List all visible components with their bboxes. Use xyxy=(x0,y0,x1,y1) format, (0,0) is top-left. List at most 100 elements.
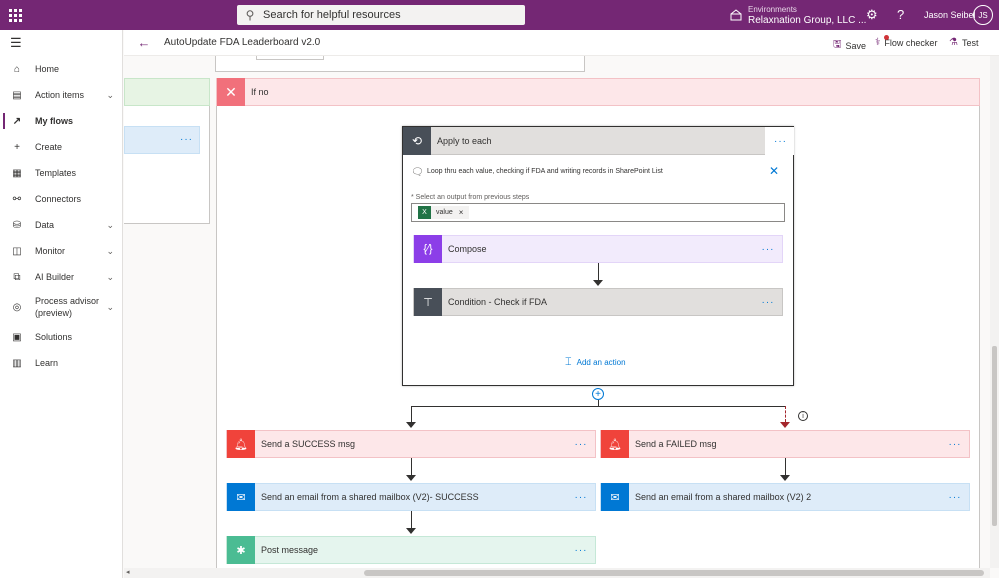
environment-icon xyxy=(730,9,742,21)
top-bar: ⚲ Search for helpful resources Environme… xyxy=(0,0,999,30)
insert-step-button[interactable]: + xyxy=(592,388,604,400)
add-an-action-button[interactable]: ⌶ Add an action xyxy=(565,356,626,369)
error-indicator xyxy=(884,35,889,40)
send-email-success-card[interactable]: ✉ Send an email from a shared mailbox (V… xyxy=(226,483,596,511)
more-options-icon[interactable]: ··· xyxy=(180,134,193,145)
more-options-icon[interactable]: ··· xyxy=(948,491,962,503)
sidebar-item-label: AI Builder xyxy=(35,272,75,282)
sidebar-item-label: Learn xyxy=(35,358,59,368)
remove-token-icon[interactable]: × xyxy=(458,208,464,217)
help-icon[interactable]: ? xyxy=(897,7,905,22)
chevron-down-icon[interactable]: ⌄ xyxy=(106,219,114,230)
sidebar-item-process-advisor[interactable]: ◎ Process advisor (preview) ⌄ xyxy=(0,290,122,324)
book-icon: ▥ xyxy=(12,357,22,369)
connector-line xyxy=(411,406,412,422)
connector-arrow xyxy=(780,422,790,428)
connector-line xyxy=(785,458,786,475)
email-success-label: Send an email from a shared mailbox (V2)… xyxy=(261,492,479,502)
stethoscope-icon: ⚕ xyxy=(875,35,889,48)
if-yes-branch-header[interactable] xyxy=(124,78,210,106)
more-options-icon[interactable]: ··· xyxy=(761,296,775,308)
vertical-scrollbar[interactable] xyxy=(990,56,999,568)
horizontal-scrollbar[interactable]: ◂ xyxy=(124,568,990,578)
send-failed-msg-card[interactable]: 🔔︎ Send a FAILED msg ··· xyxy=(600,430,970,458)
chevron-down-icon[interactable]: ⌄ xyxy=(106,271,114,282)
avatar[interactable]: JS xyxy=(973,5,993,25)
collapsed-action-card[interactable]: ··· xyxy=(124,126,200,154)
add-action-icon: ⌶ xyxy=(565,356,572,368)
chevron-down-icon[interactable]: ⌄ xyxy=(106,245,114,256)
sidebar-item-label: Connectors xyxy=(35,194,82,204)
connector-arrow xyxy=(406,475,416,481)
vertical-scroll-thumb[interactable] xyxy=(992,346,997,526)
chevron-down-icon[interactable]: ⌄ xyxy=(106,301,114,312)
user-name: Jason Seibel xyxy=(924,10,976,20)
more-options-icon[interactable]: ··· xyxy=(574,491,588,503)
sidebar-item-monitor[interactable]: ◫ Monitor ⌄ xyxy=(0,238,122,264)
send-success-msg-card[interactable]: 🔔︎ Send a SUCCESS msg ··· xyxy=(226,430,596,458)
close-comment-icon[interactable]: ✕ xyxy=(769,164,780,178)
test-label: Test xyxy=(961,37,979,48)
save-button[interactable]: 🖫 Save xyxy=(833,37,866,54)
apply-to-each-header[interactable]: ⟲ Apply to each xyxy=(403,126,765,155)
horizontal-scroll-thumb[interactable] xyxy=(364,570,984,576)
plus-icon: + xyxy=(14,141,20,153)
sidebar-item-label: Templates xyxy=(35,168,77,178)
post-message-card[interactable]: ✱ Post message ··· xyxy=(226,536,596,564)
step-comment[interactable]: Loop thru each value, checking if FDA an… xyxy=(427,168,663,175)
if-yes-branch-body xyxy=(124,106,210,224)
connector-line xyxy=(598,400,599,406)
token-label: value xyxy=(436,209,453,216)
sidebar-item-create[interactable]: + Create xyxy=(0,134,122,160)
flow-checker-button[interactable]: ⚕ Flow checker xyxy=(875,35,937,48)
sidebar-item-my-flows[interactable]: ↗ My flows xyxy=(0,108,122,134)
hamburger-menu-icon[interactable]: ☰ xyxy=(10,35,22,50)
comment-icon: 🗨 xyxy=(411,167,424,178)
info-icon[interactable]: i xyxy=(798,411,808,421)
sidebar-item-solutions[interactable]: ▣ Solutions xyxy=(0,324,122,350)
run-after-failed-line xyxy=(785,406,786,422)
more-options-icon[interactable]: ··· xyxy=(574,438,588,450)
settings-icon[interactable]: ⚙ xyxy=(866,7,878,22)
previous-step-card[interactable] xyxy=(215,56,585,72)
value-token[interactable]: X value × xyxy=(418,206,470,219)
condition-card[interactable]: ⊤ Condition - Check if FDA ··· xyxy=(413,288,783,316)
connector-arrow xyxy=(406,422,416,428)
sidebar-item-ai-builder[interactable]: ⧉ AI Builder ⌄ xyxy=(0,264,122,290)
sidebar-item-learn[interactable]: ▥ Learn xyxy=(0,350,122,376)
back-arrow-icon[interactable]: ← xyxy=(137,35,151,50)
more-options-icon[interactable]: ··· xyxy=(948,438,962,450)
search-box[interactable]: ⚲ Search for helpful resources xyxy=(237,5,525,25)
chevron-down-icon[interactable]: ⌄ xyxy=(106,89,114,100)
more-options-icon[interactable]: ··· xyxy=(767,127,794,155)
sidebar-item-action-items[interactable]: ▤ Action items ⌄ xyxy=(0,82,122,108)
sidebar-item-connectors[interactable]: ⚯ Connectors xyxy=(0,186,122,212)
success-msg-label: Send a SUCCESS msg xyxy=(261,439,356,449)
select-output-input[interactable]: X value × xyxy=(411,203,785,222)
more-options-icon[interactable]: ··· xyxy=(574,544,588,556)
close-icon: ✕ xyxy=(217,78,245,106)
environment-picker[interactable]: Environments Relaxnation Group, LLC ... xyxy=(730,4,866,26)
home-icon: ⌂ xyxy=(13,63,21,75)
condition-icon: ⊤ xyxy=(414,288,442,316)
scroll-left-icon[interactable]: ◂ xyxy=(126,569,130,576)
excel-icon: X xyxy=(418,206,431,219)
loop-icon: ⟲ xyxy=(403,126,431,155)
app-launcher-button[interactable] xyxy=(0,0,30,30)
previous-step-field[interactable] xyxy=(256,56,324,60)
sidebar-item-templates[interactable]: ▦ Templates xyxy=(0,160,122,186)
solutions-icon: ▣ xyxy=(12,331,22,343)
sidebar-item-home[interactable]: ⌂ Home xyxy=(0,56,122,82)
send-email-2-card[interactable]: ✉ Send an email from a shared mailbox (V… xyxy=(600,483,970,511)
test-button[interactable]: ⚗ Test xyxy=(949,37,978,48)
apply-to-each-container[interactable]: ⟲ Apply to each ··· 🗨 Loop thru each val… xyxy=(402,126,794,386)
outlook-icon: ✉ xyxy=(227,483,255,511)
more-options-icon[interactable]: ··· xyxy=(761,243,775,255)
sidebar: ☰ ⌂ Home ▤ Action items ⌄ ↗ My flows + C… xyxy=(0,30,123,578)
if-no-branch-header[interactable]: ✕ If no xyxy=(216,78,980,106)
compose-card[interactable]: {∕} Compose ··· xyxy=(413,235,783,263)
sidebar-item-data[interactable]: ⛁ Data ⌄ xyxy=(0,212,122,238)
connector-arrow xyxy=(780,475,790,481)
bell-icon: 🔔︎ xyxy=(227,430,255,458)
search-icon: ⚲ xyxy=(245,8,255,22)
